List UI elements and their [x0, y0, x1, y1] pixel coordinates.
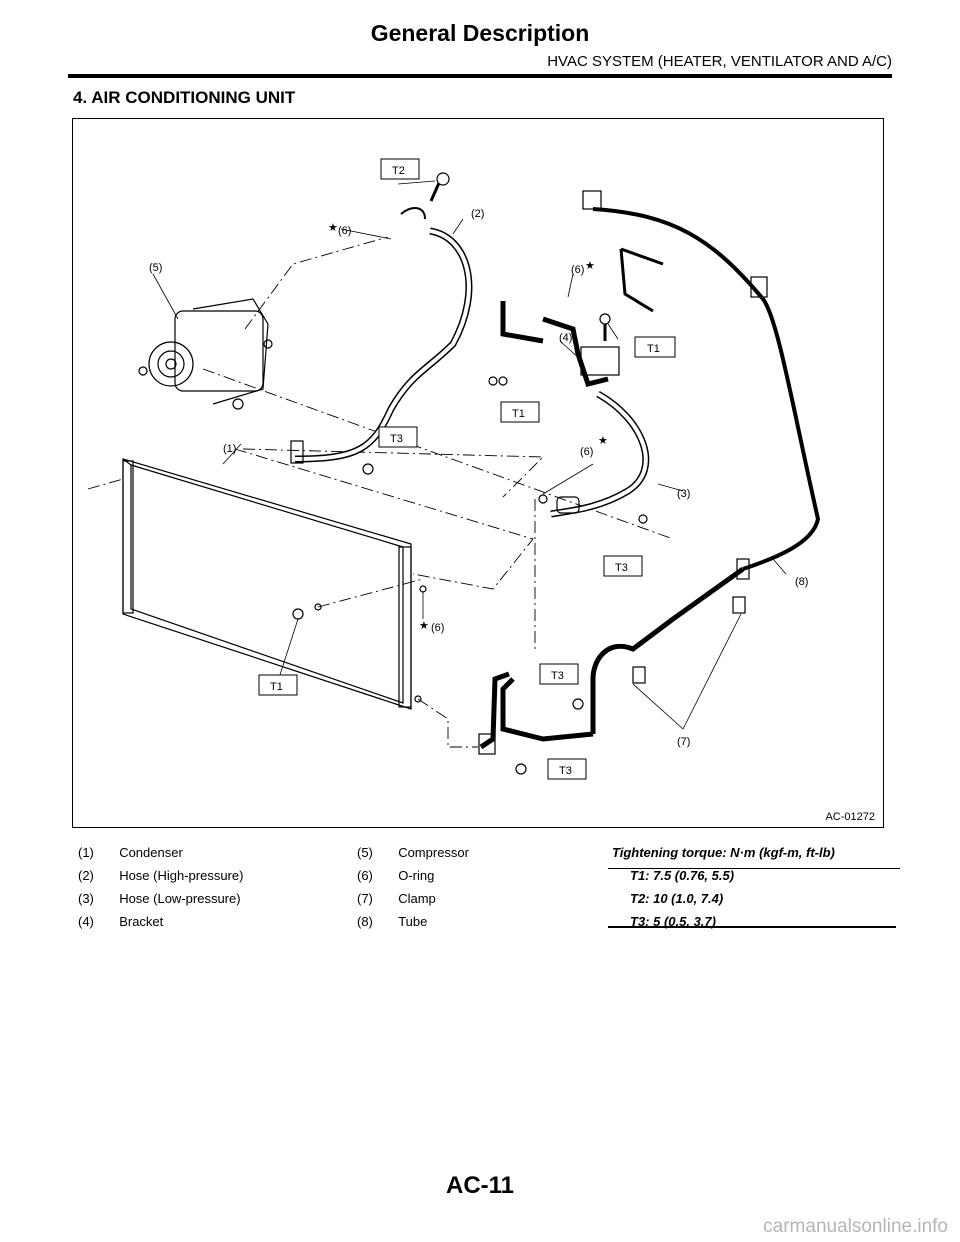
svg-text:T3: T3	[559, 765, 572, 777]
legend-part-left: (1) Condenser	[78, 845, 183, 860]
legend-part-left: (2) Hose (High-pressure)	[78, 868, 244, 883]
callout-2: (2)	[471, 208, 484, 220]
legend-part-left: (3) Hose (Low-pressure)	[78, 891, 241, 906]
svg-text:★: ★	[585, 260, 595, 272]
high-pressure-hose-drawing	[290, 172, 473, 464]
watermark: carmanualsonline.info	[763, 1216, 948, 1237]
compressor-drawing	[138, 298, 273, 410]
callout-6b: (6)	[571, 264, 584, 276]
callout-6c: (6)	[580, 446, 593, 458]
bracket-drawing	[498, 301, 620, 387]
torque-tag-t1-upper: T1	[634, 336, 676, 358]
torque-value: T3: 5 (0.5, 3.7)	[630, 914, 716, 929]
torque-value: T2: 10 (1.0, 7.4)	[630, 891, 724, 906]
replace-star-icons: ★ ★ ★ ★	[328, 222, 608, 632]
callout-6a: (6)	[338, 225, 351, 237]
callout-1: (1)	[223, 443, 236, 455]
callout-7: (7)	[677, 736, 690, 748]
svg-text:T1: T1	[270, 681, 283, 693]
torque-tag-t1-middle: T1	[500, 401, 540, 423]
page-subtitle: HVAC SYSTEM (HEATER, VENTILATOR AND A/C)	[547, 53, 892, 70]
torque-value: T1: 7.5 (0.76, 5.5)	[630, 868, 735, 883]
svg-text:T3: T3	[551, 670, 564, 682]
svg-text:T1: T1	[512, 408, 525, 420]
header-rule	[68, 74, 892, 78]
torque-tag-t1-condenser: T1	[258, 674, 298, 696]
page-number: AC-11	[445, 1172, 515, 1199]
svg-text:★: ★	[419, 620, 429, 632]
legend-part-right: (6) O-ring	[357, 868, 435, 883]
torque-heading: Tightening torque: N·m (kgf-m, ft-lb)	[608, 845, 900, 869]
svg-text:T3: T3	[615, 562, 628, 574]
legend-row: (4) Bracket (8) Tube T3: 5 (0.5, 3.7)	[72, 914, 896, 937]
section-title: 4. AIR CONDITIONING UNIT	[73, 88, 296, 107]
lower-pipe-drawing	[362, 376, 648, 775]
legend-part-left: (4) Bracket	[78, 914, 164, 929]
callout-6d: (6)	[431, 622, 444, 634]
svg-text:T2: T2	[392, 165, 405, 177]
callout-8: (8)	[795, 576, 808, 588]
page-title: General Description	[370, 20, 590, 46]
torque-tag-t3-pipe-upper: T3	[539, 663, 579, 685]
torque-tag-t3-hose: T3	[378, 426, 418, 448]
legend-bottom-rule	[608, 926, 896, 928]
callout-4: (4)	[559, 332, 572, 344]
low-pressure-hose-drawing	[538, 390, 650, 518]
callout-3: (3)	[677, 488, 690, 500]
clamps-drawing	[632, 596, 746, 684]
svg-text:T3: T3	[390, 433, 403, 445]
torque-tag-t2: T2	[380, 158, 420, 180]
legend-part-right: (8) Tube	[357, 914, 428, 929]
legend-row: (1) Condenser (5) Compressor Tightening …	[72, 845, 900, 869]
torque-tag-t3-pipe-lower: T3	[547, 758, 587, 780]
svg-text:T1: T1	[647, 343, 660, 355]
parts-legend: (1) Condenser (5) Compressor Tightening …	[72, 845, 900, 937]
legend-row: (2) Hose (High-pressure) (6) O-ring T1: …	[72, 868, 896, 891]
ac-unit-diagram: ★ ★ ★ ★ (1) (2) (3) (4) (5) (6) (6) (6) …	[72, 118, 884, 828]
legend-part-right: (5) Compressor	[357, 845, 469, 860]
condenser-bolts	[292, 585, 427, 703]
torque-tag-t3-low: T3	[603, 555, 643, 577]
figure-id: AC-01272	[825, 811, 875, 823]
condenser-drawing	[122, 458, 412, 710]
tube-drawing	[500, 190, 821, 742]
callout-5: (5)	[149, 262, 162, 274]
legend-part-right: (7) Clamp	[357, 891, 436, 906]
svg-text:★: ★	[598, 435, 608, 447]
svg-text:★: ★	[328, 222, 338, 234]
legend-row: (3) Hose (Low-pressure) (7) Clamp T2: 10…	[72, 891, 896, 914]
